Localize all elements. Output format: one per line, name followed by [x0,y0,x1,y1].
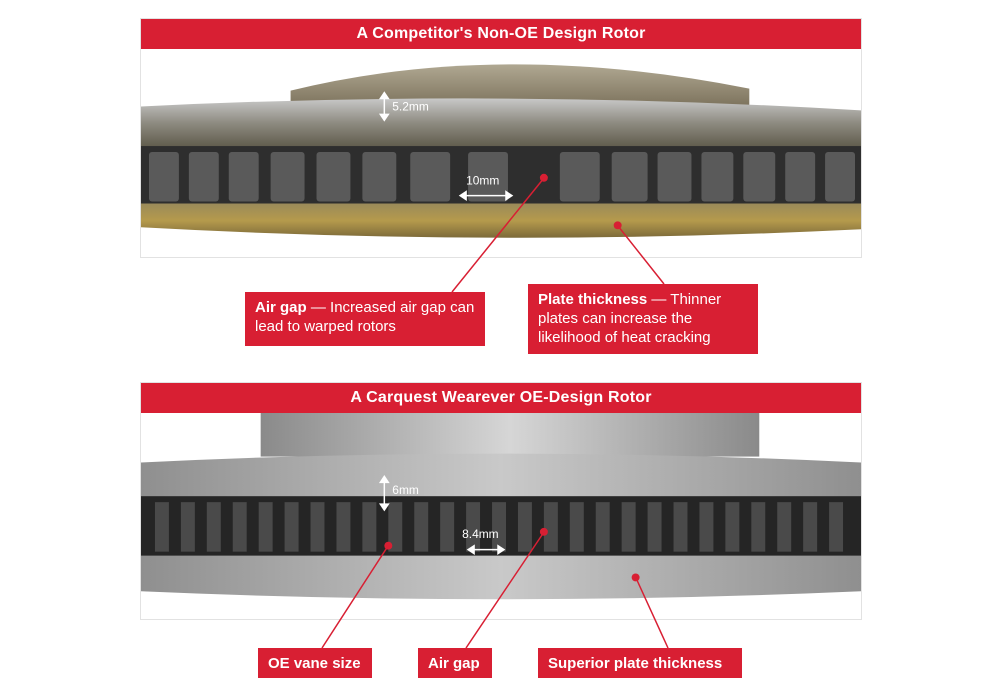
callout-plate-thickness-top: Plate thickness — Thinner plates can inc… [528,284,758,354]
carquest-rotor-illustration: 6mm 8.4mm [141,413,861,619]
competitor-rotor-photo: 5.2mm 10mm [141,49,861,257]
carquest-plate-measure: 6mm [392,483,419,497]
competitor-rotor-title: A Competitor's Non-OE Design Rotor [141,19,861,49]
callout-air-gap-top-body: Increased air gap can lead to warped rot… [255,299,475,335]
callout-oe-vane-size-heading: OE vane size [268,655,361,672]
carquest-rotor-panel: A Carquest Wearever OE-Design Rotor [140,382,862,620]
competitor-rotor-illustration: 5.2mm 10mm [141,49,861,257]
callout-air-gap-bottom: Air gap [418,648,492,678]
callout-superior-plate-heading: Superior plate thickness [548,655,723,672]
callout-superior-plate: Superior plate thickness [538,648,742,678]
callout-air-gap-top: Air gap — Increased air gap can lead to … [245,292,485,346]
callout-oe-vane-size: OE vane size [258,648,372,678]
competitor-rotor-panel: A Competitor's Non-OE Design Rotor [140,18,862,258]
callout-plate-thickness-top-separator: — [647,291,671,308]
callout-air-gap-bottom-heading: Air gap [428,655,480,672]
carquest-rotor-title: A Carquest Wearever OE-Design Rotor [141,383,861,413]
callout-plate-thickness-top-heading: Plate thickness [538,291,648,308]
callout-plate-thickness-top-body: Thinner plates can increase the likeliho… [538,291,722,346]
carquest-gap-measure: 8.4mm [462,527,499,541]
competitor-gap-measure: 10mm [466,174,499,188]
callout-air-gap-top-separator: — [306,299,331,316]
competitor-plate-measure: 5.2mm [392,99,429,113]
carquest-rotor-photo: 6mm 8.4mm [141,413,861,619]
callout-air-gap-top-heading: Air gap [255,299,307,316]
